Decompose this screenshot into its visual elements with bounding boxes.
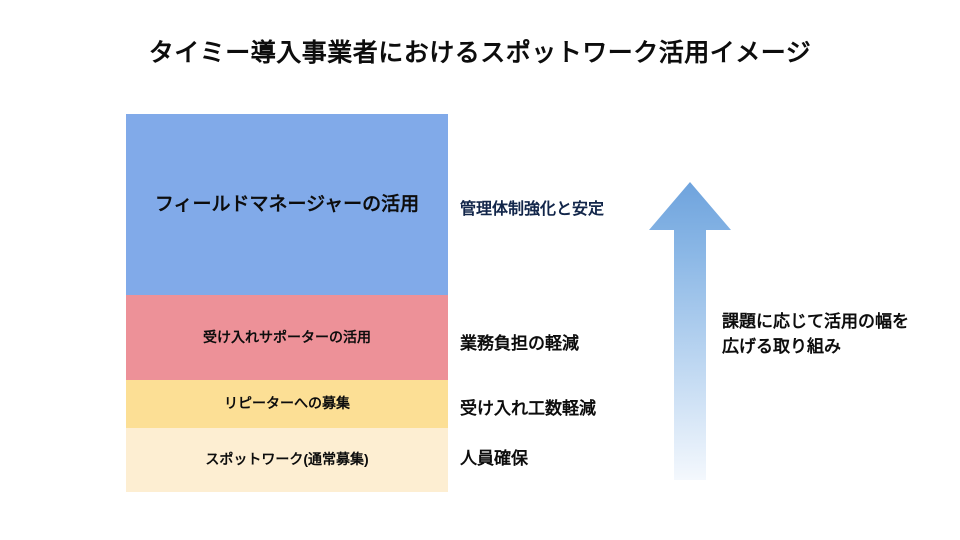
benefit-label-workload-reduction: 業務負担の軽減: [460, 334, 579, 353]
stack-block-repeater[interactable]: リピーターへの募集: [126, 380, 448, 428]
stack-block-label: フィールドマネージャーの活用: [154, 193, 420, 215]
arrow-caption: 課題に応じて活用の幅を 広げる取り組み: [722, 310, 942, 359]
stack-block-label: リピーターへの募集: [224, 395, 350, 412]
stack-block-field-manager[interactable]: フィールドマネージャーの活用: [126, 114, 448, 295]
arrow-caption-line-1: 課題に応じて活用の幅を: [722, 312, 909, 331]
utilization-stack: フィールドマネージャーの活用 受け入れサポーターの活用 リピーターへの募集 スポ…: [126, 114, 448, 492]
stack-block-supporter[interactable]: 受け入れサポーターの活用: [126, 295, 448, 380]
page-title: タイミー導入事業者におけるスポットワーク活用イメージ: [148, 39, 812, 67]
arrow-caption-line-2: 広げる取り組み: [722, 336, 841, 356]
benefit-label-staffing: 人員確保: [460, 449, 528, 468]
stack-block-label: 受け入れサポーターの活用: [203, 328, 371, 345]
benefit-label-management-stability: 管理体制強化と安定: [460, 201, 605, 218]
benefit-label-onboarding-reduction: 受け入れ工数軽減: [460, 399, 596, 418]
stack-block-spotwork[interactable]: スポットワーク(通常募集): [126, 428, 448, 492]
up-arrow-icon: [648, 180, 732, 482]
stack-block-label: スポットワーク(通常募集): [205, 451, 369, 468]
